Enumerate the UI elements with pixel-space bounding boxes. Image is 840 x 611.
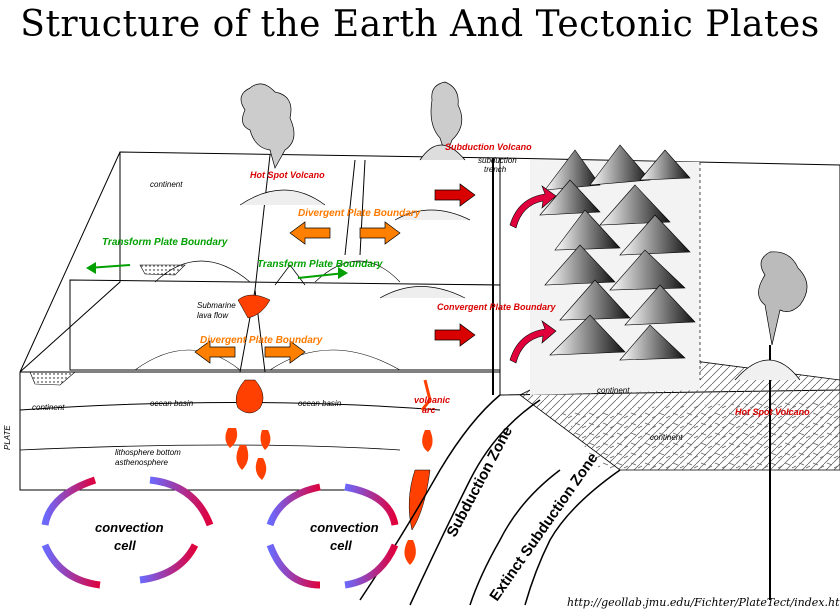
- source-url: http://geollab.jmu.edu/Fichter/PlateTect…: [567, 596, 840, 609]
- magma: [225, 294, 433, 565]
- transform-boundary-label-center: Transform Plate Boundary: [257, 259, 383, 270]
- convection-cell-right-line1: convection: [310, 520, 379, 535]
- hot-spot-volcano-label-right: Hot Spot Volcano: [735, 407, 810, 417]
- continent-label-top: continent: [150, 180, 183, 189]
- volcano-plumes: [240, 81, 808, 600]
- continent-label-right-1: continent: [597, 386, 630, 395]
- asthenosphere-label: asthenosphere: [115, 458, 168, 467]
- continent-label-right-2: continent: [650, 433, 683, 442]
- hot-spot-volcano-label-left: Hot Spot Volcano: [250, 170, 325, 180]
- volcanic-arc-label-1: volcanic: [414, 395, 450, 405]
- subduction-volcano-label: Subduction Volcano: [445, 142, 532, 152]
- boundary-arrows: [86, 183, 557, 364]
- ocean-basin-label-left: ocean basin: [150, 399, 194, 408]
- convergent-boundary-label: Convergent Plate Boundary: [437, 302, 557, 312]
- convection-cell-left-line1: convection: [95, 520, 164, 535]
- ocean-basin-label-right: ocean basin: [298, 399, 342, 408]
- convection-cells: [41, 476, 399, 589]
- volcanic-arc-label-2: arc: [422, 405, 436, 415]
- continent-label-left: continent: [32, 403, 65, 412]
- divergent-boundary-label-bottom: Divergent Plate Boundary: [200, 335, 323, 346]
- mountain-range: [539, 144, 696, 361]
- subduction-zone-label: Subduction Zone: [444, 424, 517, 540]
- transform-boundary-label-left: Transform Plate Boundary: [102, 237, 228, 248]
- divergent-boundary-label-top: Divergent Plate Boundary: [298, 208, 421, 219]
- submarine-lava-label-1: Submarine: [197, 301, 236, 310]
- plate-label: PLATE: [3, 425, 12, 450]
- subduction-trench-label-2: trench: [484, 165, 507, 174]
- extinct-subduction-zone-label: Extinct Subduction Zone: [486, 450, 601, 604]
- submarine-lava-label-2: lava flow: [197, 311, 229, 320]
- convection-cell-left-line2: cell: [114, 538, 136, 553]
- convection-cell-right-line2: cell: [330, 538, 352, 553]
- lithosphere-bottom-label: lithosphere bottom: [115, 448, 181, 457]
- subduction-trench-label-1: subduction: [478, 156, 517, 165]
- diagram-title: Structure of the Earth And Tectonic Plat…: [20, 4, 820, 45]
